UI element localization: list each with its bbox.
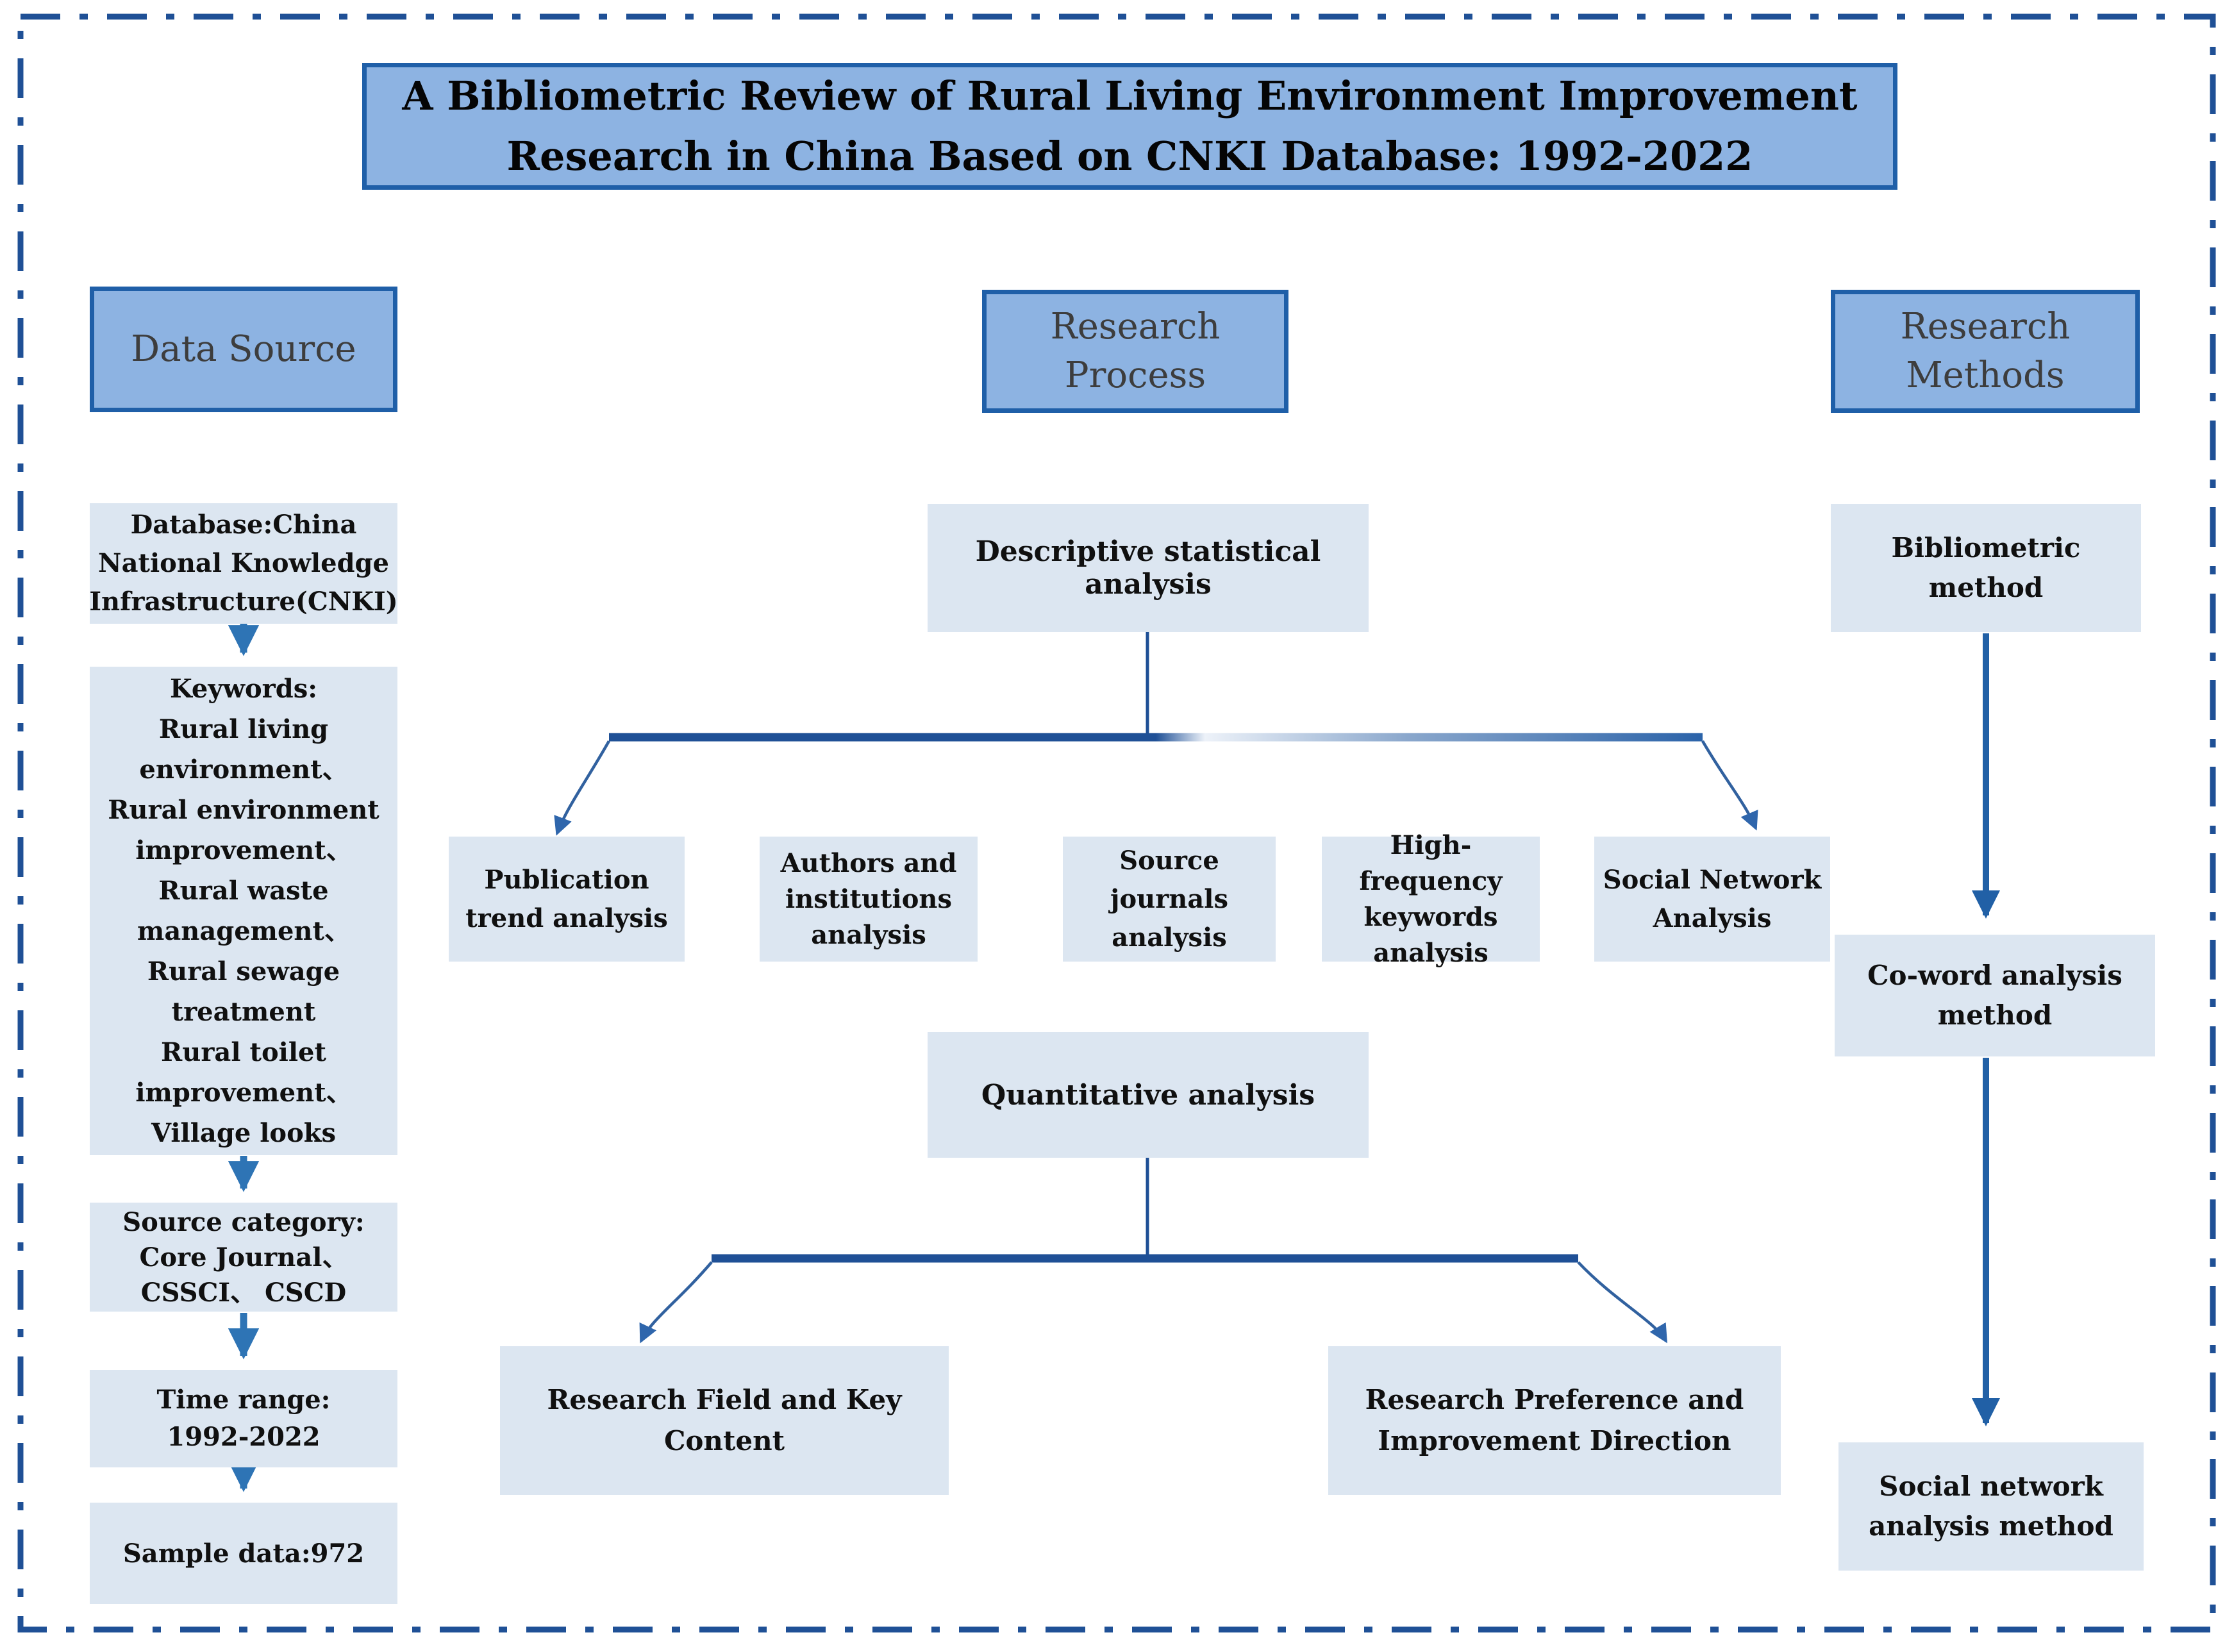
node-high-frequency-keywords-line2: keywords	[1363, 901, 1498, 932]
figure-title: A Bibliometric Review of Rural Living En…	[362, 63, 1897, 190]
figure-title-line1: A Bibliometric Review of Rural Living En…	[402, 72, 1858, 119]
node-keywords-line3: environment、	[139, 755, 348, 785]
node-coword-method-line2: method	[1937, 999, 2053, 1031]
quantitative-branch	[639, 1158, 1667, 1344]
node-social-network-method-line1: Social network	[1879, 1471, 2103, 1502]
header-research-methods-line1: Research	[1900, 306, 2071, 347]
node-descriptive-analysis-label: Descriptive statistical analysis	[975, 535, 1321, 601]
node-authors-institutions-line3: analysis	[811, 919, 926, 950]
node-database-line3: Infrastructure(CNKI)	[89, 587, 398, 617]
node-quantitative-analysis: Quantitative analysis	[928, 1032, 1369, 1158]
node-sample-data-label: Sample data:972	[122, 1538, 365, 1569]
descriptive-branch	[554, 632, 1758, 836]
node-source-category: Source category: Core Journal、 CSSCI、 CS…	[90, 1203, 397, 1312]
node-social-network-method-line2: analysis method	[1869, 1510, 2113, 1542]
node-social-network-method: Social network analysis method	[1838, 1442, 2144, 1571]
node-time-range: Time range: 1992-2022	[90, 1370, 397, 1467]
node-social-network-analysis-line2: Analysis	[1653, 903, 1772, 933]
header-data-source: Data Source	[90, 287, 397, 412]
header-data-source-label: Data Source	[131, 328, 356, 370]
node-source-category-line1: Source category:	[122, 1206, 365, 1237]
node-descriptive-analysis: Descriptive statistical analysis	[928, 504, 1369, 632]
header-research-process-line1: Research	[1050, 306, 1221, 347]
node-coword-method-line1: Co-word analysis	[1867, 960, 2122, 991]
node-publication-trend: Publication trend analysis	[449, 837, 685, 962]
node-research-field: Research Field and Key Content	[500, 1346, 949, 1495]
header-research-methods: Research Methods	[1831, 290, 2140, 413]
node-database: Database:China National Knowledge Infras…	[89, 503, 398, 624]
node-keywords-line10: Rural toilet	[161, 1037, 326, 1067]
node-high-frequency-keywords-line1: High-frequency	[1359, 830, 1503, 896]
node-keywords-line6: Rural waste	[158, 876, 329, 906]
node-bibliometric-method-label: Bibliometric method	[1891, 532, 2081, 603]
node-coword-method: Co-word analysis method	[1835, 935, 2155, 1056]
node-publication-trend-line2: trend analysis	[465, 903, 668, 933]
node-authors-institutions-line2: institutions	[785, 883, 952, 914]
node-source-journals-line2: analysis	[1112, 922, 1227, 953]
node-research-preference: Research Preference and Improvement Dire…	[1328, 1346, 1781, 1495]
node-keywords-line9: treatment	[171, 997, 316, 1027]
node-keywords-line2: Rural living	[158, 714, 329, 744]
header-research-methods-line2: Methods	[1906, 355, 2065, 396]
node-keywords-line5: improvement、	[135, 835, 352, 865]
header-research-process: Research Process	[982, 290, 1288, 413]
node-database-line2: National Knowledge	[98, 548, 389, 578]
node-keywords-line12: Village looks	[151, 1118, 336, 1148]
node-database-line1: Database:China	[130, 510, 357, 540]
node-time-range-line2: 1992-2022	[167, 1422, 321, 1452]
node-keywords-line1: Keywords:	[169, 674, 318, 704]
node-keywords-line8: Rural sewage	[147, 956, 340, 987]
node-high-frequency-keywords-line3: analysis	[1373, 937, 1488, 968]
figure-title-line2: Research in China Based on CNKI Database…	[506, 133, 1753, 179]
node-social-network-analysis-line1: Social Network	[1603, 864, 1822, 895]
node-publication-trend-line1: Publication	[484, 864, 649, 895]
node-source-category-line2: Core Journal、	[139, 1242, 348, 1272]
node-authors-institutions: Authors and institutions analysis	[760, 837, 978, 962]
node-source-category-line3: CSSCI、 CSCD	[140, 1277, 347, 1308]
node-keywords-line11: improvement、	[135, 1078, 352, 1108]
node-social-network-analysis: Social Network Analysis	[1594, 837, 1830, 962]
node-source-journals-line1: Source journals	[1110, 845, 1229, 914]
node-authors-institutions-line1: Authors and	[780, 847, 957, 878]
node-source-journals: Source journals analysis	[1063, 837, 1276, 962]
node-bibliometric-method: Bibliometric method	[1831, 504, 2141, 632]
node-time-range-line1: Time range:	[156, 1385, 331, 1415]
node-research-preference-line2: Improvement Direction	[1378, 1425, 1731, 1456]
header-research-process-line2: Process	[1064, 355, 1206, 396]
node-keywords-line7: management、	[137, 916, 350, 946]
node-research-field-label: Research Field and Key Content	[547, 1384, 902, 1456]
node-high-frequency-keywords: High-frequency keywords analysis	[1322, 830, 1540, 968]
node-sample-data: Sample data:972	[90, 1503, 397, 1604]
node-keywords-line4: Rural environment	[108, 795, 379, 825]
node-research-preference-line1: Research Preference and	[1365, 1384, 1744, 1415]
node-quantitative-analysis-label: Quantitative analysis	[981, 1078, 1315, 1112]
node-keywords: Keywords: Rural living environment、 Rura…	[90, 667, 397, 1155]
